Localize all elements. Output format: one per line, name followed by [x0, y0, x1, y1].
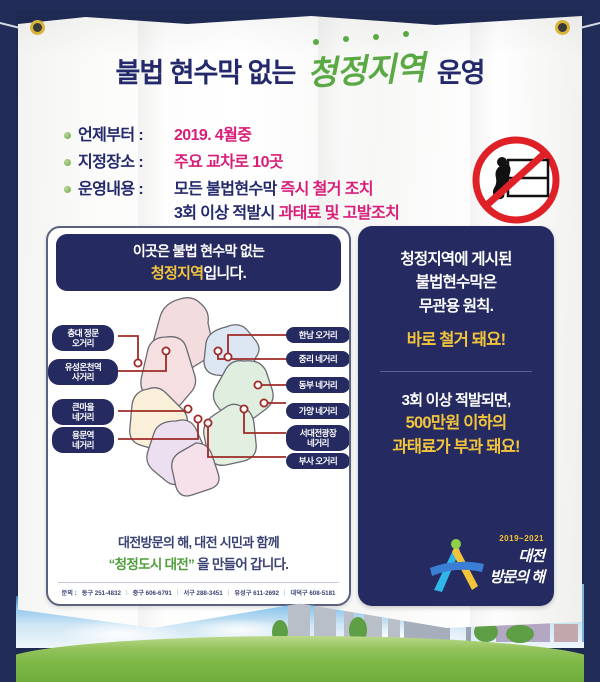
info-value-c: 3회 이상 적발시 [174, 204, 279, 222]
info-label: 지정장소 : [78, 154, 144, 172]
daejeon-district-map: 충대 정문 오거리 유성온천역 사거리 큰마을 네거리 용문역 네거리 한남 오… [48, 293, 349, 515]
right-line2: 불법현수막은 [415, 274, 498, 292]
no-banner-hanging-icon [472, 136, 560, 224]
info-row-when: 언제부터 : 2019. 4월중 [64, 124, 399, 147]
logo-line2: 방문의 해 [489, 569, 545, 586]
map-label-right-1[interactable]: 중리 네거리 [286, 351, 349, 368]
left-panel-header: 이곳은 불법 현수막 없는 청정지역입니다. [56, 234, 341, 291]
footer-quote: “청정도시 대전” [108, 557, 195, 572]
right-line3: 무관용 원칙. [418, 297, 494, 315]
left-panel-footer: 대전방문의 해, 대전 시민과 함께 “청정도시 대전” 을 만들어 갑니다. … [48, 534, 349, 604]
contact-item-0: 동구 251-4832 [81, 590, 121, 597]
map-label-left-3[interactable]: 용문역 네거리 [52, 427, 114, 454]
panel-divider [380, 370, 532, 372]
left-header-rest: 입니다. [203, 265, 247, 282]
right-highlight-3: 과태료가 부과 돼요! [392, 437, 520, 456]
map-label-right-0[interactable]: 한남 오거리 [286, 327, 349, 344]
bullet-icon [64, 186, 71, 194]
right-highlight-1: 바로 철거 돼요! [406, 330, 506, 349]
info-label: 언제부터 : [78, 127, 144, 144]
contacts-prefix: 문의 : [61, 590, 77, 597]
map-label-right-4[interactable]: 서대전광장 네거리 [286, 425, 349, 452]
title-part-green: 청정지역 [306, 47, 426, 94]
logo-line1: 대전 [518, 548, 545, 565]
right-warning-panel: 청정지역에 게시된 불법현수막은 무관용 원칙. 바로 철거 돼요! 3회 이상… [358, 226, 554, 606]
daejeon-visit-year-logo: 2019~2021 대전 방문의 해 [426, 528, 545, 598]
map-label-right-5[interactable]: 부사 오거리 [286, 453, 349, 470]
info-value-d: 과태료 및 고발조치 [278, 204, 400, 222]
poster-title: 불법 현수막 없는 청정지역 운영 [18, 31, 582, 94]
contact-list: 문의 : 동구 251-4832 | 중구 606-6791 | 서구 288-… [58, 582, 339, 597]
bullet-icon [64, 159, 71, 167]
right-highlight-2: 500만원 이하의 [405, 414, 508, 432]
contact-item-2: 서구 288-3451 [183, 590, 223, 597]
contact-item-4: 대덕구 608-5181 [290, 590, 336, 597]
title-part-before: 불법 현수막 없는 [115, 58, 296, 88]
map-label-right-2[interactable]: 동부 네거리 [286, 377, 349, 394]
footer-line1: 대전방문의 해, 대전 시민과 함께 [118, 535, 280, 551]
info-value: 주요 교차로 10곳 [174, 154, 284, 172]
info-label: 운영내용 : [78, 181, 144, 199]
bullet-icon [64, 132, 71, 139]
info-value-a: 모든 불법현수막 [174, 181, 281, 199]
left-header-line1: 이곳은 불법 현수막 없는 [132, 243, 265, 259]
left-info-panel: 이곳은 불법 현수막 없는 청정지역입니다. [46, 226, 351, 606]
info-value-b: 즉시 철거 조치 [280, 181, 374, 199]
grass-field [0, 636, 600, 682]
info-row-content: 운영내용 : 모든 불법현수막 즉시 철거 조치 3회 이상 적발시 과태료 및… [64, 178, 400, 224]
left-header-gold: 청정지역 [150, 265, 204, 282]
map-label-left-1[interactable]: 유성온천역 사거리 [48, 359, 118, 386]
banner-sheet: 불법 현수막 없는 청정지역 운영 언제부터 : 2019. 4월중 지정장소 … [18, 16, 582, 628]
grommet-eyelet-icon [30, 20, 45, 35]
info-row-place: 지정장소 : 주요 교차로 10곳 [64, 151, 399, 174]
info-list: 언제부터 : 2019. 4월중 지정장소 : 주요 교차로 10곳 운영내용 … [64, 124, 400, 229]
frame-top [0, 0, 600, 10]
frame-left [0, 0, 16, 682]
title-part-after: 운영 [436, 58, 486, 88]
map-label-right-3[interactable]: 가양 네거리 [286, 403, 349, 420]
contact-item-1: 중구 606-6791 [132, 590, 172, 597]
contact-item-3: 유성구 611-2692 [234, 590, 279, 597]
logo-years: 2019~2021 [499, 534, 544, 543]
frame-right [584, 0, 600, 682]
grommet-eyelet-icon [555, 20, 570, 35]
title-dots [313, 31, 410, 45]
footer-rest: 을 만들어 갑니다. [194, 557, 289, 572]
right-line1: 청정지역에 게시된 [400, 251, 512, 268]
map-label-left-2[interactable]: 큰마을 네거리 [52, 399, 114, 426]
map-label-left-0[interactable]: 충대 정문 오거리 [52, 325, 114, 352]
right-line4: 3회 이상 적발되면, [401, 391, 511, 409]
info-value: 2019. 4월중 [174, 127, 252, 144]
